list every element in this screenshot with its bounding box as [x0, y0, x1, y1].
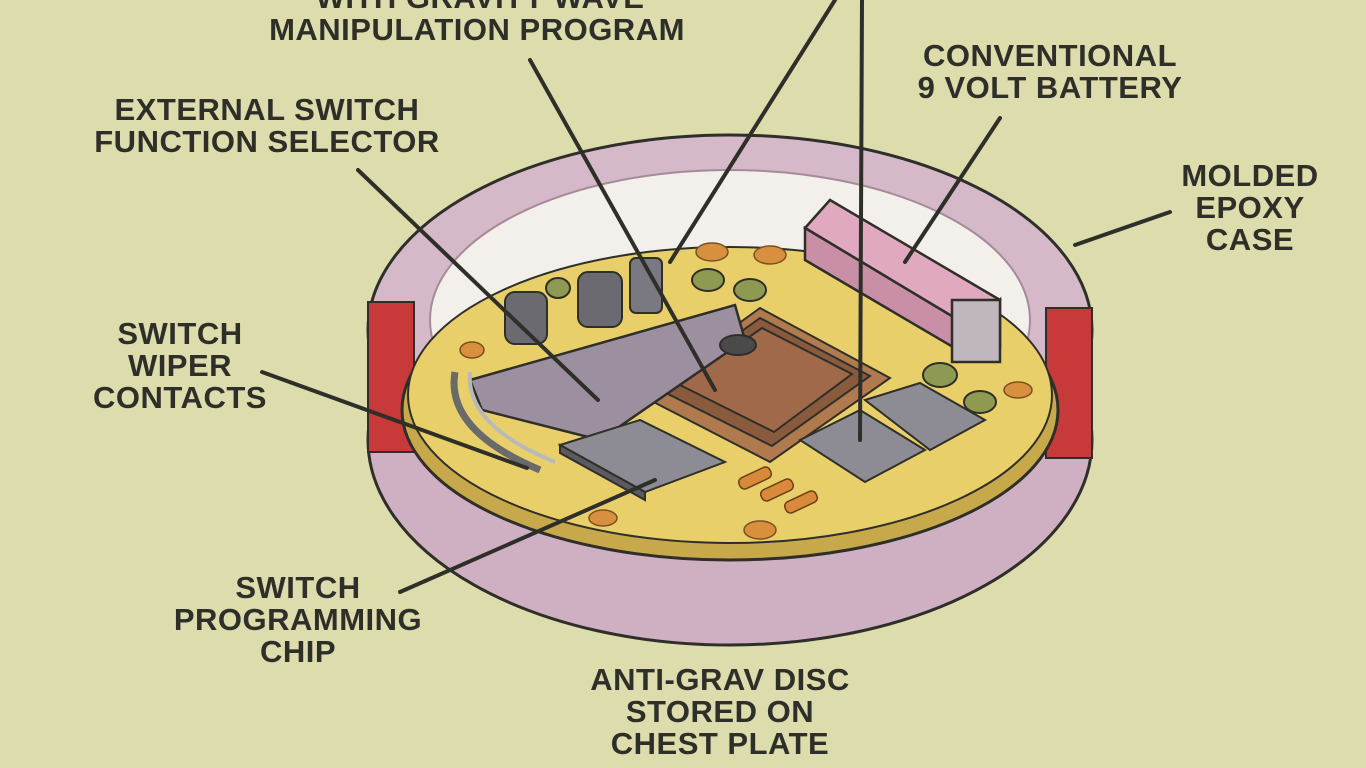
pointer-lines: [260, 0, 1172, 594]
pointer-external-switch: [356, 168, 600, 402]
label-program-line2: MANIPULATION PROGRAM: [269, 12, 685, 47]
capacitors: [545, 268, 997, 414]
label-programming-chip: SWITCH PROGRAMMING CHIP: [173, 570, 423, 669]
selector-switch-blocks: [504, 257, 663, 345]
pointer-battery: [903, 116, 1002, 264]
pointer-top-vertical: [858, 0, 864, 442]
pointer-wiper: [260, 370, 529, 470]
pointer-programming-chip: [398, 478, 657, 594]
nine-volt-battery: [803, 198, 1002, 364]
label-program-line1: WITH GRAVITY WAVE: [270, 0, 690, 14]
central-chip-stack: [638, 306, 892, 464]
label-epoxy-case: MOLDED EPOXY CASE: [1181, 158, 1319, 257]
solder-pads: [459, 242, 1033, 540]
label-battery: CONVENTIONAL 9 VOLT BATTERY: [917, 38, 1183, 105]
programming-chip: [557, 418, 728, 502]
label-external-switch: EXTERNAL SWITCH FUNCTION SELECTOR: [94, 92, 440, 159]
pointer-top-diagonal: [668, 0, 837, 264]
pointer-epoxy: [1073, 210, 1172, 247]
pointer-program: [528, 58, 717, 392]
diagram-caption: ANTI-GRAV DISC STORED ON CHEST PLATE: [590, 662, 850, 761]
wiper-blade-1: [450, 371, 542, 474]
label-wiper-contacts: SWITCH WIPER CONTACTS: [93, 316, 267, 415]
selector-pivot: [719, 334, 757, 356]
switch-selector-wedge: [468, 303, 747, 442]
ic-chips-right: [797, 381, 988, 484]
wiper-blade-2: [467, 371, 556, 464]
resistors: [737, 466, 819, 514]
